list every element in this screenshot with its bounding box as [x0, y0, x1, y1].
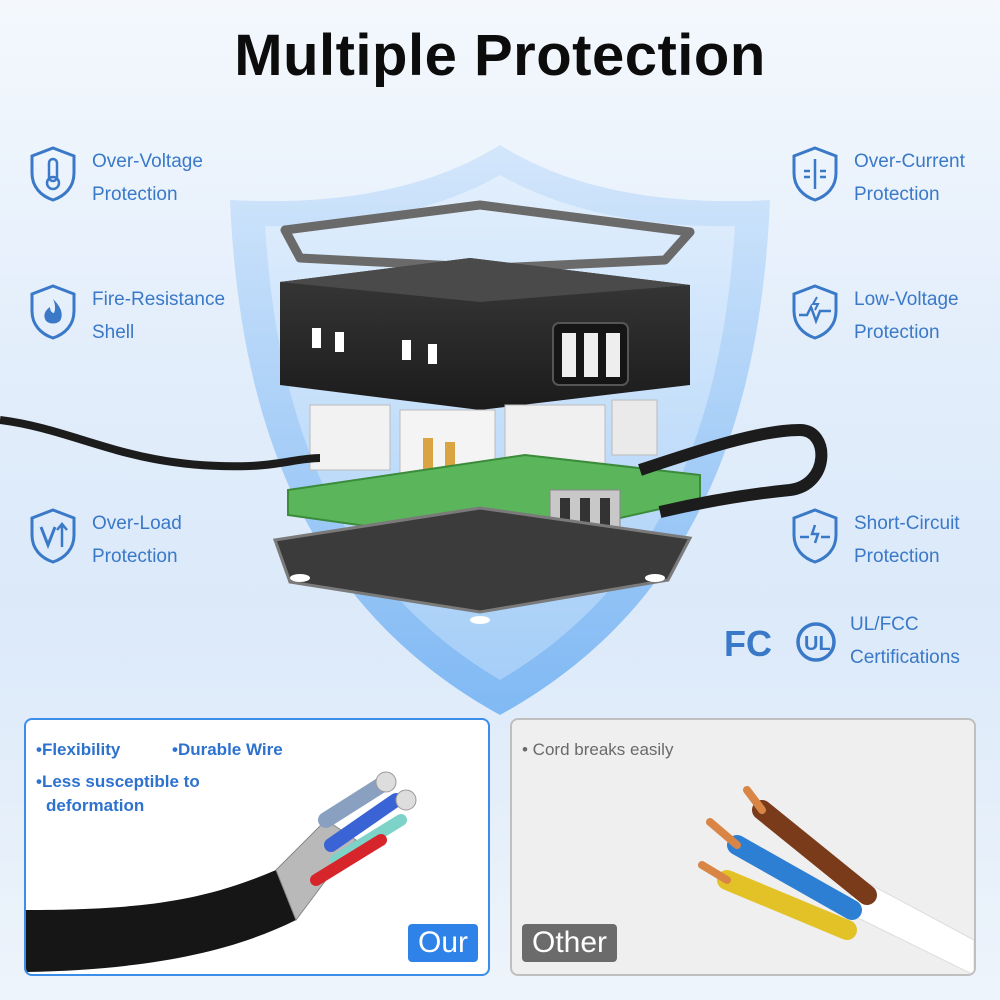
durable-cable-illustration — [26, 771, 417, 972]
bullet-flexibility: •Flexibility — [36, 740, 121, 759]
fcc-ul-logos: FC UL — [724, 622, 836, 664]
power-strip-exploded-illustration — [0, 145, 828, 715]
feature-line2: Protection — [854, 546, 940, 567]
feature-line2: Protection — [92, 546, 178, 567]
bullet-less-susceptible: •Less susceptible to — [36, 772, 200, 791]
current-bar-shield-icon — [792, 146, 838, 202]
spark-shield-icon — [792, 508, 838, 564]
feature-line2: Certifications — [850, 647, 960, 668]
tag-other: Other — [522, 924, 618, 962]
feature-line1: Short-Circuit — [854, 513, 960, 534]
thermometer-shield-icon — [30, 146, 76, 202]
feature-line1: Low-Voltage — [854, 289, 959, 310]
svg-text:UL: UL — [804, 633, 831, 655]
feature-line1: UL/FCC — [850, 614, 919, 635]
bullet-deformation: deformation — [46, 796, 145, 815]
feature-line1: Over-Voltage — [92, 151, 203, 172]
top-frame — [280, 200, 695, 273]
pulse-shield-icon — [792, 284, 838, 340]
page-title: Multiple Protection — [234, 23, 766, 88]
feature-line1: Over-Load — [92, 513, 182, 534]
feature-line2: Protection — [854, 184, 940, 205]
feature-certifications: UL/FCC Certifications — [850, 608, 960, 674]
feature-line2: Protection — [854, 322, 940, 343]
ul-logo — [796, 622, 836, 662]
feature-line1: Over-Current — [854, 151, 965, 172]
bullet-durable-wire: •Durable Wire — [172, 740, 283, 759]
feature-line2: Shell — [92, 322, 135, 343]
voltage-arrow-shield-icon — [30, 508, 76, 564]
weak-cable-illustration — [698, 786, 974, 974]
feature-line2: Protection — [92, 184, 178, 205]
tag-our: Our — [407, 924, 478, 962]
flame-shield-icon — [30, 284, 76, 340]
feature-line1: Fire-Resistance — [92, 289, 226, 310]
bullet-cord-breaks: • Cord breaks easily — [522, 740, 674, 759]
comparison-panel-our: •Flexibility •Durable Wire •Less suscept… — [24, 718, 490, 976]
comparison-panel-other: • Cord breaks easily Other — [510, 718, 976, 976]
fcc-logo: FC — [724, 623, 772, 664]
